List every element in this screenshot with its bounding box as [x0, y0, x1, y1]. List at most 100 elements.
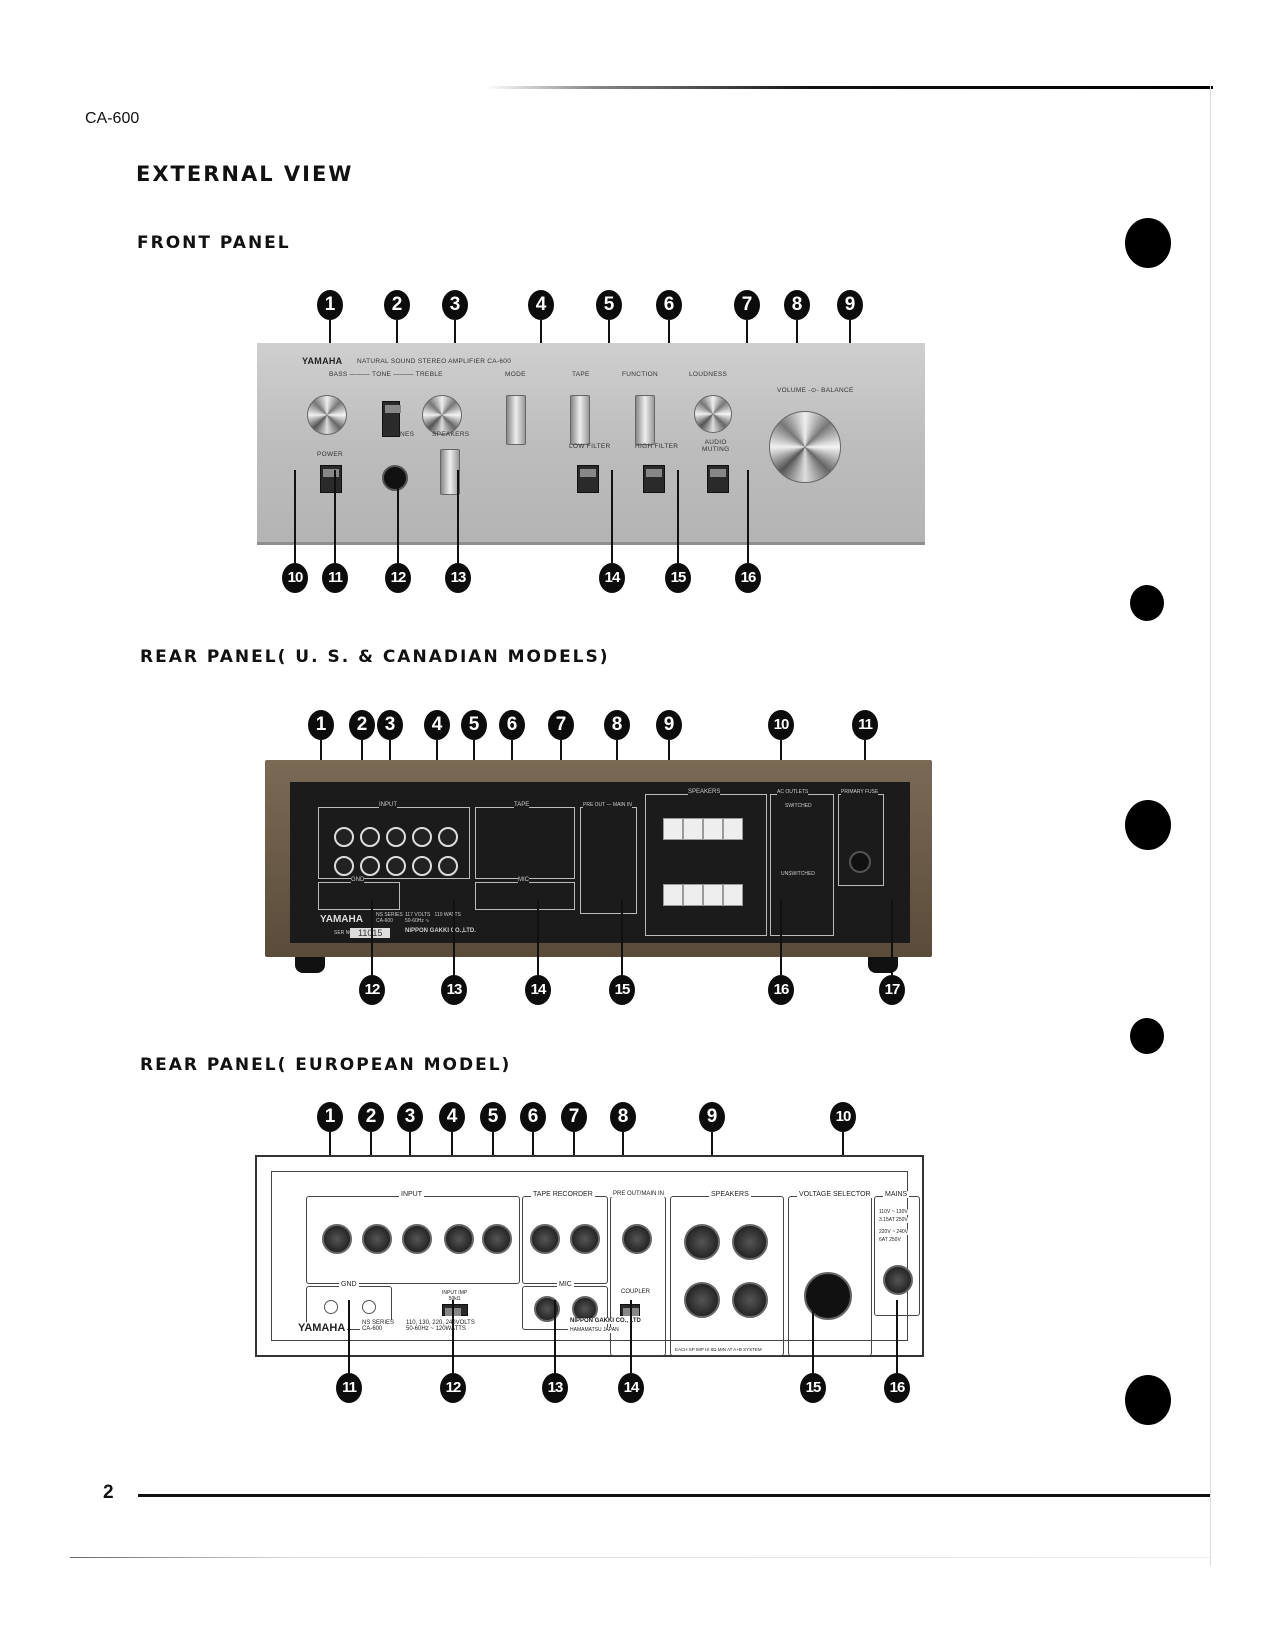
tape-group: TAPE [475, 802, 575, 879]
loudness-knob[interactable] [694, 395, 732, 433]
treble-knob[interactable] [422, 395, 462, 435]
rca-jack[interactable] [438, 856, 458, 876]
speaker-terminal[interactable] [683, 884, 703, 906]
din-jack[interactable] [482, 1224, 512, 1254]
speaker-terminal[interactable] [703, 884, 723, 906]
speaker-socket[interactable] [732, 1224, 768, 1260]
callout-number: 16 [768, 975, 794, 1005]
din-jack[interactable] [362, 1224, 392, 1254]
callout-number: 16 [735, 563, 761, 593]
din-jack[interactable] [570, 1224, 600, 1254]
din-jack[interactable] [402, 1224, 432, 1254]
callout-leader [611, 470, 613, 563]
high-filter-switch[interactable] [643, 465, 665, 493]
speaker-socket[interactable] [684, 1282, 720, 1318]
callout-number: 9 [656, 710, 682, 740]
speaker-terminal[interactable] [663, 818, 683, 840]
primary-fuse-group: PRIMARY FUSE [838, 789, 884, 886]
speaker-terminal[interactable] [723, 818, 743, 840]
series-label: NS SERIES CA-600 [376, 912, 403, 924]
din-jack[interactable] [322, 1224, 352, 1254]
callout-leader [677, 470, 679, 563]
binder-hole [1130, 1018, 1164, 1054]
mode-label: MODE [505, 371, 526, 378]
loudness-label: LOUDNESS [689, 371, 728, 378]
rca-jack[interactable] [438, 827, 458, 847]
rca-jack[interactable] [386, 827, 406, 847]
ac-outlets-group: AC OUTLETS SWITCHED UNSWITCHED [770, 789, 834, 936]
panel-subtitle: NATURAL SOUND STEREO AMPLIFIER CA-600 [357, 358, 512, 365]
mains-fuse[interactable] [883, 1265, 913, 1295]
mode-selector[interactable] [506, 395, 526, 445]
function-selector[interactable] [635, 395, 655, 445]
callout-number: 6 [520, 1102, 546, 1132]
callout-leader [537, 900, 539, 975]
low-filter-switch[interactable] [577, 465, 599, 493]
callout-number: 3 [442, 290, 468, 320]
din-jack[interactable] [622, 1224, 652, 1254]
gnd-terminal[interactable] [362, 1300, 376, 1314]
callout-number: 1 [317, 1102, 343, 1132]
phones-jack[interactable] [382, 465, 408, 491]
callout-leader [334, 470, 336, 563]
callout-number: 5 [480, 1102, 506, 1132]
rca-jack[interactable] [360, 856, 380, 876]
din-jack[interactable] [444, 1224, 474, 1254]
page-title: EXTERNAL VIEW [136, 162, 354, 186]
callout-number: 1 [308, 710, 334, 740]
rca-jack[interactable] [360, 827, 380, 847]
callout-number: 16 [884, 1373, 910, 1403]
volume-balance-knob[interactable] [769, 411, 841, 483]
pre-out-main-in-group: PRE OUT — MAIN IN [580, 802, 637, 914]
din-jack[interactable] [530, 1224, 560, 1254]
binder-hole [1125, 218, 1171, 268]
rca-jack[interactable] [412, 827, 432, 847]
speaker-terminal[interactable] [723, 884, 743, 906]
speaker-terminal[interactable] [703, 818, 723, 840]
rca-jack[interactable] [334, 827, 354, 847]
callout-number: 10 [830, 1102, 856, 1132]
callout-leader [780, 900, 782, 975]
speaker-terminal[interactable] [683, 818, 703, 840]
callout-number: 5 [461, 710, 487, 740]
callout-leader [621, 900, 623, 975]
binder-hole [1125, 800, 1171, 850]
speaker-socket[interactable] [684, 1224, 720, 1260]
phones-label: PHONES [385, 431, 415, 438]
power-switch[interactable] [320, 465, 342, 493]
callout-number: 4 [424, 710, 450, 740]
callout-number: 1 [317, 290, 343, 320]
callout-number: 15 [609, 975, 635, 1005]
callout-number: 3 [377, 710, 403, 740]
voltage-selector-dial[interactable] [804, 1272, 852, 1320]
speakers-selector[interactable] [440, 449, 460, 495]
mic-jack[interactable] [572, 1296, 598, 1322]
mic-group: MIC [522, 1281, 608, 1330]
voltage-selector-group: VOLTAGE SELECTOR [788, 1191, 873, 1356]
rca-jack[interactable] [412, 856, 432, 876]
mic-jack[interactable] [534, 1296, 560, 1322]
bass-knob[interactable] [307, 395, 347, 435]
audio-muting-label: AUDIO MUTING [702, 439, 730, 453]
high-filter-label: HIGH FILTER [635, 443, 679, 450]
tape-label: TAPE [572, 371, 590, 378]
callout-number: 7 [548, 710, 574, 740]
callout-number: 12 [440, 1373, 466, 1403]
brand-logo: YAMAHA [296, 1322, 348, 1334]
audio-muting-switch[interactable] [707, 465, 729, 493]
speaker-socket[interactable] [732, 1282, 768, 1318]
ser-no-label: SER NO [334, 930, 354, 936]
speaker-terminal[interactable] [663, 884, 683, 906]
callout-number: 14 [525, 975, 551, 1005]
gnd-terminal[interactable] [324, 1300, 338, 1314]
rca-jack[interactable] [386, 856, 406, 876]
tone-defeat-switch[interactable] [382, 401, 401, 437]
rear-panel-eu-plate: INPUT TAPE RECORDER PRE OUT/MAIN IN COUP… [271, 1171, 920, 1356]
rca-jack[interactable] [334, 856, 354, 876]
callout-number: 11 [336, 1373, 362, 1403]
fuse-holder[interactable] [849, 851, 871, 873]
rear-panel-us-plate: INPUT TAPE PRE OUT — MAIN IN SPEAKERS AC… [290, 782, 910, 943]
input-imp-switch[interactable] [442, 1304, 468, 1316]
tape-selector[interactable] [570, 395, 590, 445]
callout-number: 13 [542, 1373, 568, 1403]
